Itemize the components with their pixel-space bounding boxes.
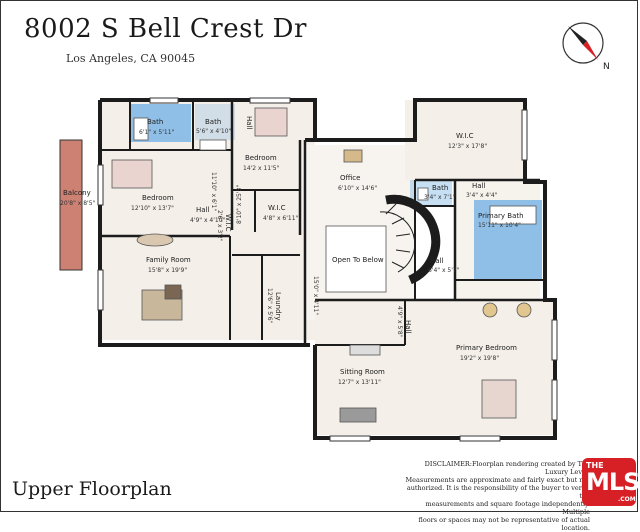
hall-vertical-dims: 8'10" x 25'3": [236, 185, 243, 224]
balcony-dims: 20'8" x 8'5": [60, 200, 96, 207]
disclaimer-line: floors or spaces may not be representati…: [418, 516, 590, 532]
hall-left-name: Hall: [196, 206, 209, 214]
wic-tall-name: W.I.C: [224, 214, 232, 232]
bath1-name: Bath: [147, 118, 163, 126]
property-city: Los Angeles, CA 90045: [66, 52, 196, 65]
disclaimer-line: measurements and square footage independ…: [425, 500, 590, 516]
bedroom-left-name: Bedroom: [142, 194, 174, 202]
hall-vertical-name: Hall: [245, 116, 253, 129]
hall-long-dims: 15'0" x 4'11": [312, 276, 319, 315]
wic-small-b-dims: 11'10" x 6'1": [210, 172, 217, 211]
windows: [97, 97, 558, 442]
floorplan-drawing: Bath 6'1" x 5'11" Bath 5'6" x 4'10" Bedr…: [59, 97, 558, 442]
open-to-below-name: Open To Below: [332, 256, 384, 264]
property-address: 8002 S Bell Crest Dr: [24, 14, 307, 44]
hall-small-name: Hall: [404, 320, 412, 333]
bedroom-top-dims: 14'2 x 11'5": [243, 165, 280, 172]
hall-mid-name: Hall: [430, 257, 443, 265]
mls-logo-the: THE: [586, 461, 604, 470]
compass-icon: [562, 22, 604, 64]
wic-tall-dims: 2'6" x 3'2": [216, 210, 223, 242]
laundry-name: Laundry: [274, 292, 282, 321]
wic-big-dims: 12'3" x 17'8": [448, 143, 487, 150]
family-room-dims: 15'8" x 19'9": [148, 267, 187, 274]
bath3-dims: 3'4" x 7'1": [424, 194, 456, 201]
primary-bedroom-dims: 19'2" x 19'8": [460, 355, 499, 362]
primary-bath-name: Primary Bath: [478, 212, 524, 220]
hall-top-right-name: Hall: [472, 182, 485, 190]
page-frame: [0, 0, 638, 512]
disclaimer-line: authorized. It is the responsibility of …: [406, 484, 590, 500]
bath2-dims: 5'6" x 4'10": [196, 128, 232, 135]
bath3-name: Bath: [432, 184, 448, 192]
primary-bath-dims: 15'11" x 10'4": [478, 222, 521, 229]
wic-small-a-dims: 4'8" x 6'11": [263, 215, 299, 222]
mls-logo-com: .COM: [618, 496, 636, 503]
primary-bedroom-name: Primary Bedroom: [456, 344, 517, 352]
family-room-name: Family Room: [146, 256, 191, 264]
sitting-room-name: Sitting Room: [340, 368, 385, 376]
wic-small-a-name: W.I.C: [268, 204, 286, 212]
wic-big-name: W.I.C: [456, 132, 474, 140]
office-dims: 6'10" x 14'6": [338, 185, 377, 192]
hall-left-dims: 4'9" x 4'10": [190, 217, 226, 224]
hall-small-dims: 4'9" x 5'8": [396, 306, 403, 338]
room-labels: Bath 6'1" x 5'11" Bath 5'6" x 4'10" Bedr…: [60, 116, 524, 386]
hall-top-right-dims: 3'4" x 4'4": [466, 192, 498, 199]
office-name: Office: [340, 174, 360, 182]
bath2-name: Bath: [205, 118, 221, 126]
laundry-dims: 12'6" x 5'6": [266, 288, 273, 324]
mls-logo-text: MLS: [586, 468, 640, 496]
bath1-dims: 6'1" x 5'11": [139, 129, 175, 136]
disclaimer-line: Measurements are approximate and fairly …: [405, 476, 590, 484]
bedroom-left-dims: 12'10" x 13'7": [131, 205, 174, 212]
hall-mid-dims: 6'4" x 5'7": [428, 267, 460, 274]
disclaimer-line: DISCLAIMER:Floorplan rendering created b…: [424, 460, 590, 476]
sitting-room-dims: 12'7" x 13'11": [338, 379, 381, 386]
furniture: [111, 107, 537, 423]
staircase: [379, 194, 441, 285]
bedroom-top-name: Bedroom: [245, 154, 277, 162]
disclaimer-text: DISCLAIMER:Floorplan rendering created b…: [400, 460, 590, 532]
floor-label: Upper Floorplan: [12, 478, 172, 500]
mls-logo: THE MLS .COM: [582, 458, 640, 506]
compass-north-label: N: [603, 62, 610, 72]
balcony-name: Balcony: [63, 189, 91, 197]
